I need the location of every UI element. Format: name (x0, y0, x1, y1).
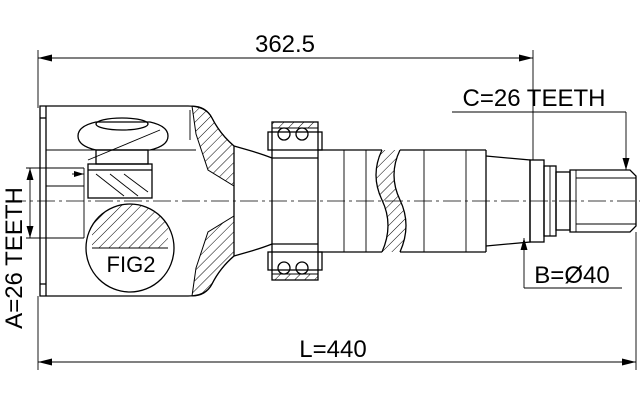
dimension-362-5-label: 362.5 (255, 31, 315, 58)
dimension-outer-spline: C=26 TEETH (452, 85, 630, 170)
dimension-outer-spline-label: C=26 TEETH (463, 85, 606, 112)
fig2-spline-detail: FIG2 (85, 203, 175, 293)
dimension-overall-length: L=440 (37, 232, 637, 370)
main-shaft (318, 149, 531, 253)
fig2-label: FIG2 (107, 252, 156, 277)
dimension-362-5: 362.5 (37, 31, 534, 160)
dimension-inner-spline-label: A=26 TEETH (1, 187, 28, 329)
dimension-bearing-diameter-label: B=Ø40 (534, 262, 609, 289)
dimension-overall-length-label: L=440 (299, 336, 366, 363)
output-stub (529, 159, 637, 243)
dimension-bearing-diameter: B=Ø40 (520, 238, 622, 289)
shaft-neck (191, 145, 273, 297)
center-bearing (267, 121, 323, 281)
tripod-roller (72, 117, 169, 199)
